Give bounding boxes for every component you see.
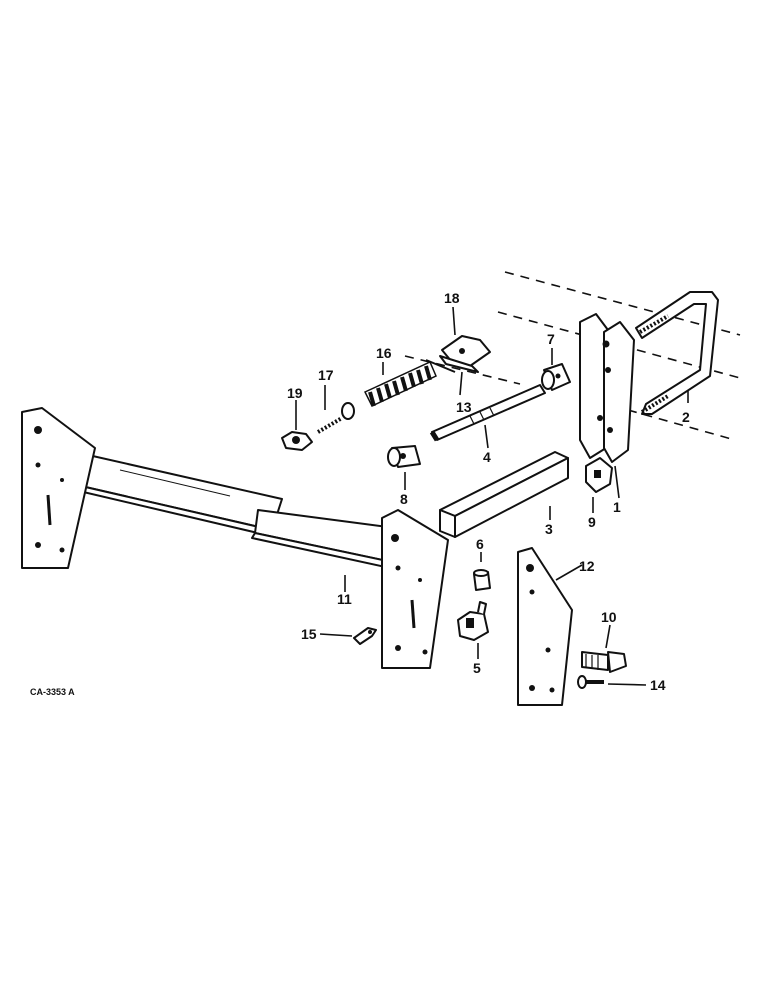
callout-17: 17 bbox=[318, 367, 334, 383]
right-end-plate bbox=[381, 509, 449, 669]
callout-4: 4 bbox=[483, 449, 491, 465]
callout-6: 6 bbox=[476, 536, 484, 552]
clevis bbox=[439, 335, 491, 373]
figure-code: CA-3353 A bbox=[30, 687, 75, 697]
bracket bbox=[579, 313, 635, 463]
plate-12 bbox=[517, 547, 573, 706]
small-sleeve bbox=[473, 569, 491, 591]
tube-beam bbox=[61, 451, 396, 569]
callout-10: 10 bbox=[601, 609, 617, 625]
callout-7: 7 bbox=[547, 331, 555, 347]
callout-18: 18 bbox=[444, 290, 460, 306]
callout-numbers: 1 2 3 4 5 6 7 8 9 10 11 12 13 14 15 16 1… bbox=[30, 290, 690, 697]
sleeve-8 bbox=[387, 445, 421, 468]
wing-nut bbox=[281, 431, 313, 451]
rod bbox=[429, 384, 546, 442]
square-bar bbox=[439, 451, 569, 538]
spring bbox=[363, 360, 437, 407]
u-bolt bbox=[635, 291, 719, 415]
bushing-7 bbox=[541, 363, 571, 391]
cotter-pin bbox=[353, 627, 377, 645]
shaft bbox=[425, 359, 456, 373]
eye-bolt bbox=[316, 402, 355, 434]
callout-19: 19 bbox=[287, 385, 303, 401]
left-end-plate bbox=[21, 407, 96, 569]
leader-lines bbox=[295, 306, 689, 686]
small-bolt bbox=[577, 675, 604, 689]
callout-1: 1 bbox=[613, 499, 621, 515]
callout-15: 15 bbox=[301, 626, 317, 642]
latch bbox=[457, 601, 489, 641]
callout-13: 13 bbox=[456, 399, 472, 415]
washer-plate bbox=[585, 457, 613, 493]
callout-12: 12 bbox=[579, 558, 595, 574]
callout-11: 11 bbox=[337, 591, 352, 607]
callout-5: 5 bbox=[473, 660, 481, 676]
callout-16: 16 bbox=[376, 345, 392, 361]
hex-bolt bbox=[581, 651, 627, 673]
callout-3: 3 bbox=[545, 521, 553, 537]
callout-8: 8 bbox=[400, 491, 408, 507]
callout-14: 14 bbox=[650, 677, 666, 693]
callout-2: 2 bbox=[682, 409, 690, 425]
callout-9: 9 bbox=[588, 514, 596, 530]
